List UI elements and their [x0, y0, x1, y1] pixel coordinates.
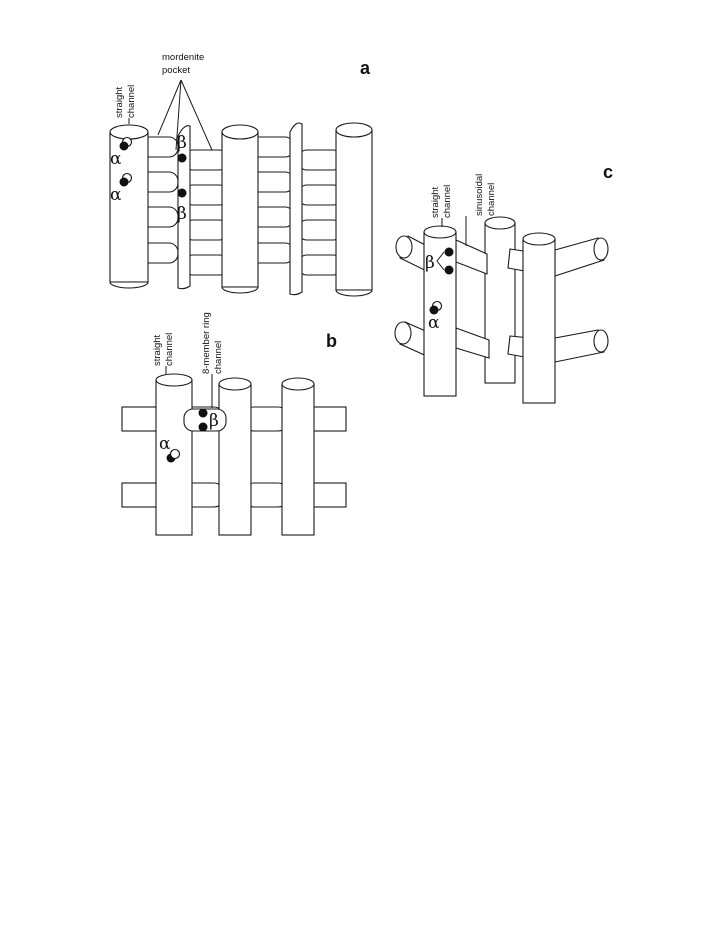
panel-c-label-straight-line1: straight [430, 186, 441, 218]
panel-c-straight-channel-2 [522, 232, 556, 404]
panel-a: straight channel mordenite pocket α α β … [109, 52, 373, 297]
panel-b-label-straight-line2: channel [164, 333, 175, 366]
panel-c-alpha: α [428, 313, 440, 333]
panel-c-alpha-site: α [428, 300, 443, 333]
panel-b-label-ring-line1: 8-member ring [201, 312, 212, 374]
panel-c-label-sinusoidal-line1: sinusoidal [474, 174, 485, 216]
panel-a-alpha-1: α [110, 149, 122, 169]
panel-b-beta-sites: β [198, 408, 219, 432]
panel-c: straight channel sinusoidal channel β α … [394, 162, 613, 404]
panel-a-plate-1 [177, 125, 191, 290]
panel-a-straight-channel-3 [335, 122, 373, 297]
panel-b-alpha-site: α [159, 434, 181, 463]
panel-a-plate-2 [289, 122, 303, 296]
panel-c-beta-sites: β [425, 247, 454, 275]
panel-b-label-ring-line2: channel [213, 341, 224, 374]
panel-c-sinusoidal-channel [484, 216, 516, 384]
panel-a-letter: a [360, 58, 371, 78]
panel-b-beta: β [209, 411, 219, 431]
panel-b-straight-channel-3 [281, 377, 315, 536]
panel-b-label-straight-line1: straight [152, 334, 163, 366]
panel-b-straight-channel-2 [218, 377, 252, 536]
panel-a-alpha-sites: α α [110, 136, 133, 205]
panel-a-beta-2: β [177, 204, 187, 224]
panel-b: straight channel 8-member ring channel α… [121, 312, 347, 536]
panel-c-beta: β [425, 253, 435, 273]
panel-a-straight-channel-1 [109, 124, 149, 289]
panel-a-label-straight-line2: channel [126, 85, 137, 118]
panel-c-straight-channel-1 [423, 225, 457, 397]
panel-a-beta-sites: β β [177, 133, 187, 224]
panel-a-label-pocket-line2: pocket [162, 65, 190, 76]
panel-c-letter: c [603, 162, 613, 182]
panel-b-alpha: α [159, 434, 171, 454]
panel-a-pocket-pointer [157, 79, 213, 151]
panel-b-letter: b [326, 331, 337, 351]
panel-a-label-straight-line1: straight [114, 86, 125, 118]
panel-a-label-pocket-line1: mordenite [162, 52, 204, 63]
panel-a-beta-1: β [177, 133, 187, 153]
panel-c-label-straight-line2: channel [442, 185, 453, 218]
panel-c-label-sinusoidal-line2: channel [486, 183, 497, 216]
panel-a-alpha-2: α [110, 185, 122, 205]
panel-a-straight-channel-2 [221, 124, 259, 294]
